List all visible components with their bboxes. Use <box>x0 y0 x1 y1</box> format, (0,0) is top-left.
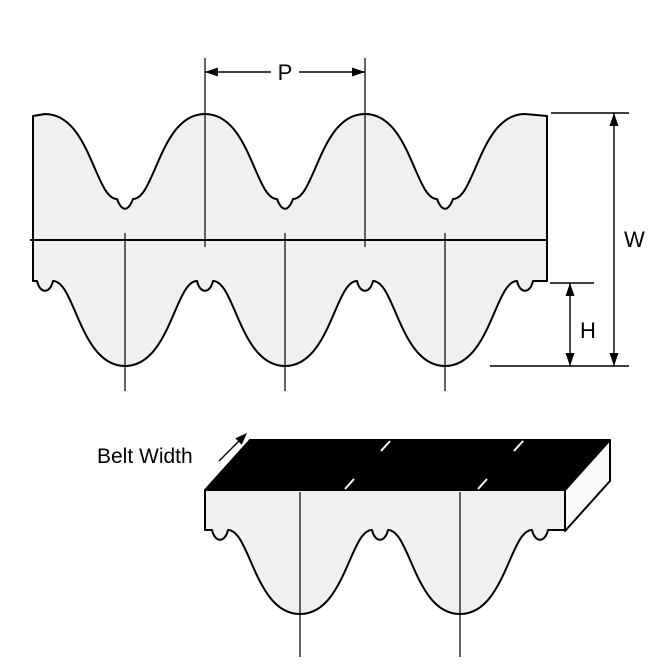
arrowhead-down-icon <box>609 353 619 366</box>
pitch-dimension: P <box>205 60 365 85</box>
arrowhead-left-icon <box>205 67 218 77</box>
belt-width-label: Belt Width <box>97 445 193 468</box>
tooth-mark <box>380 440 391 452</box>
belt-cross-section <box>30 58 548 391</box>
tooth-height-label: H <box>580 318 596 343</box>
pitch-label: P <box>278 60 293 85</box>
tooth-mark <box>513 440 524 452</box>
overall-width-dimension: W <box>490 112 645 367</box>
arrowhead-right-icon <box>352 67 365 77</box>
tooth-height-dimension: H <box>550 282 596 366</box>
belt-front-face <box>204 489 566 615</box>
tooth-mark <box>477 478 488 490</box>
belt-width-callout: Belt Width <box>97 433 247 468</box>
arrowhead-up-icon <box>565 283 575 296</box>
arrowhead-down-icon <box>565 353 575 366</box>
arrowhead-up-icon <box>609 113 619 126</box>
arrowhead-upright-icon <box>235 433 247 445</box>
tooth-mark <box>344 478 355 490</box>
belt-3d-view: Belt Width <box>97 433 611 657</box>
belt-top-surface <box>204 439 611 491</box>
overall-width-label: W <box>624 227 645 252</box>
leader-line <box>218 439 241 462</box>
